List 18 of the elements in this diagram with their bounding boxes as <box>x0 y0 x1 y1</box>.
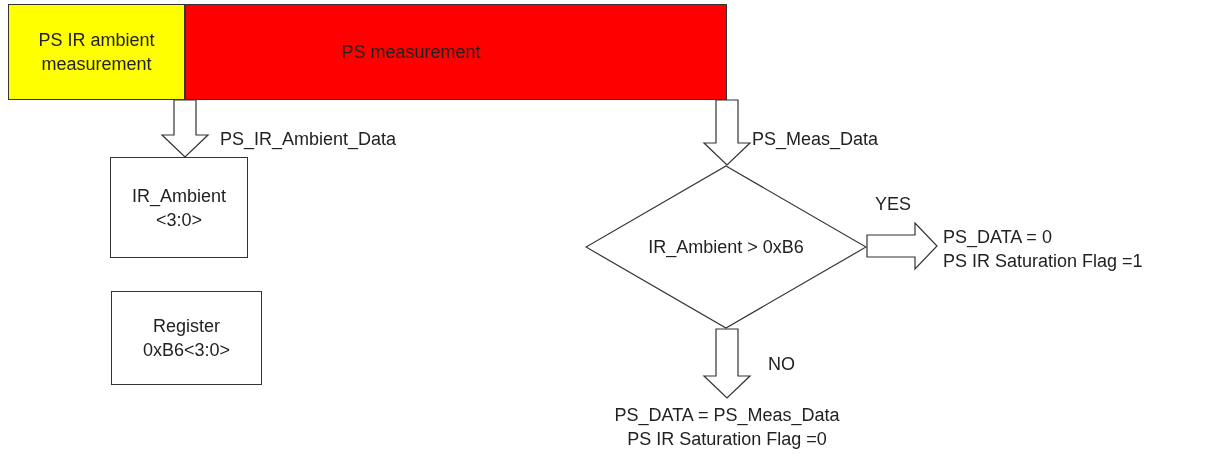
result-text: PS IR Saturation Flag =0 <box>627 428 827 451</box>
register-label: IR_Ambient <3:0> <box>130 184 227 232</box>
phase-bar <box>185 4 727 100</box>
result-text: PS IR Saturation Flag =1 <box>943 250 1143 273</box>
result-text: PS_DATA = 0 <box>943 226 1052 249</box>
block-arrow <box>702 328 752 399</box>
phase-label: PS IR ambient measurement <box>37 29 156 76</box>
register-box <box>110 157 248 258</box>
phase-bar <box>8 4 185 100</box>
decision-diamond <box>585 165 867 329</box>
block-arrow <box>702 99 752 166</box>
result-text: PS_DATA = PS_Meas_Data <box>614 404 840 427</box>
condition-text: IR_Ambient > 0xB6 <box>648 236 804 259</box>
register-box <box>111 291 262 385</box>
register-label: Register 0xB6<3:0> <box>141 315 232 362</box>
phase-label: PS measurement <box>341 41 481 64</box>
block-arrow <box>866 221 938 271</box>
block-arrow <box>160 99 210 158</box>
